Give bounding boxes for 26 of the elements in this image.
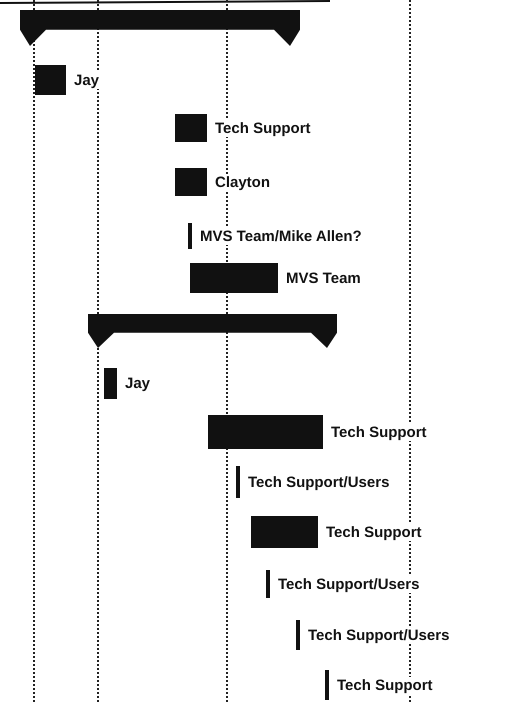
task-bar (35, 65, 66, 95)
resource-label: Tech Support (214, 120, 312, 136)
resource-label: Jay (73, 72, 100, 88)
summary-bar (88, 314, 337, 348)
resource-label: Tech Support (325, 524, 423, 540)
resource-label: Tech Support/Users (247, 474, 390, 490)
resource-label: MVS Team/Mike Allen? (199, 228, 363, 244)
resource-label: Tech Support/Users (277, 576, 420, 592)
task-bar (104, 368, 117, 399)
task-bar (325, 670, 329, 700)
task-bar (236, 466, 240, 498)
task-bar (190, 263, 278, 293)
task-bar (266, 570, 270, 598)
task-bar (296, 620, 300, 650)
task-bar (175, 114, 207, 142)
resource-label: Tech Support (336, 676, 434, 694)
resource-label: Clayton (214, 174, 272, 190)
resource-label: Jay (124, 375, 152, 392)
resource-label: Tech Support (330, 424, 428, 440)
resource-label: MVS Team (285, 270, 362, 286)
resource-label: Tech Support/Users (307, 626, 450, 644)
task-bar (251, 516, 318, 548)
task-bar (188, 223, 192, 249)
task-bar (175, 168, 207, 196)
summary-bar (20, 10, 300, 46)
task-bar (208, 415, 323, 449)
